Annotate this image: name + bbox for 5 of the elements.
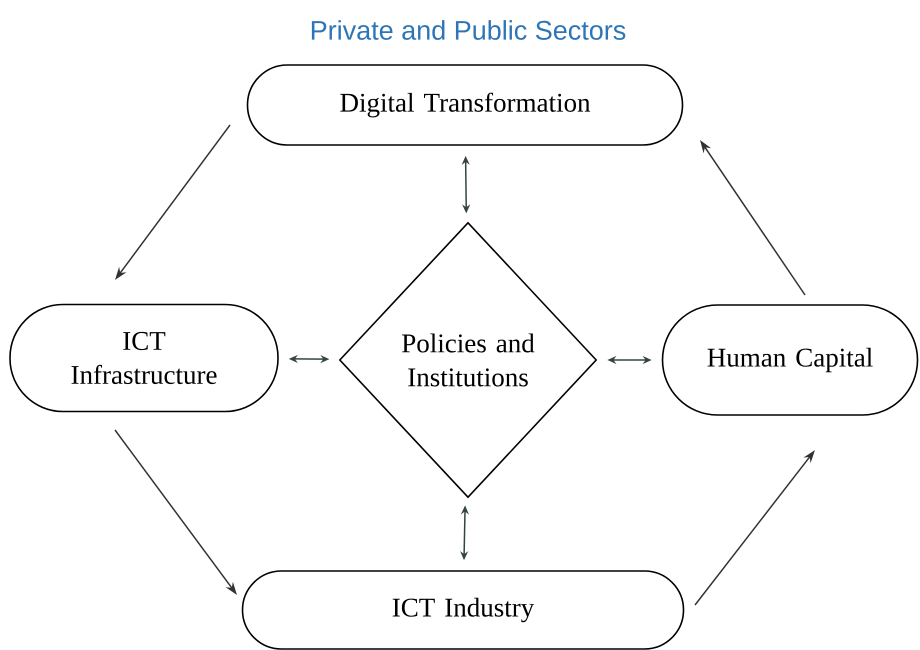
rounded-box: Digital Transformation [246, 64, 684, 146]
rounded-box: Human Capital [662, 304, 918, 416]
rounded-box: ICT Industry [242, 570, 684, 650]
rounded-box: ICT Infrastructure [9, 304, 279, 412]
title: Private and Public Sectors [312, 20, 626, 40]
